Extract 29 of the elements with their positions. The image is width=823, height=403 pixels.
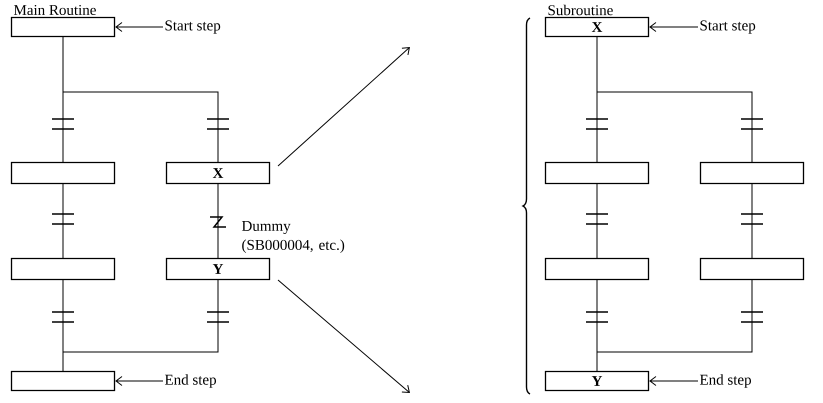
connection-line [596,279,752,372]
step-box [700,162,804,184]
arrow [278,47,410,166]
step-box: Y [544,370,650,392]
arrow [278,280,410,393]
step-box [544,162,650,184]
leader-arrow [115,376,164,386]
connection-line [62,36,218,163]
step-label: Start step [700,20,756,34]
leader-arrow [649,376,698,386]
step-box [10,16,116,38]
leader-arrow [649,22,698,32]
step-box [700,258,804,280]
step-box [10,258,116,280]
step-box: X [166,162,270,184]
step-box [544,258,650,280]
step-box: Y [166,258,270,280]
step-box [10,370,116,392]
step-box [10,162,116,184]
step-label: Start step [166,20,220,34]
step-box: X [544,16,650,38]
connection-line [596,183,598,259]
connection-line [596,36,752,163]
step-label: End step [700,374,751,388]
step-label: End step [164,374,216,388]
label: Dummy (SB000004, etc.) [242,221,344,253]
connection-line [62,183,64,259]
connection-line [62,279,218,372]
leader-arrow [115,22,164,32]
